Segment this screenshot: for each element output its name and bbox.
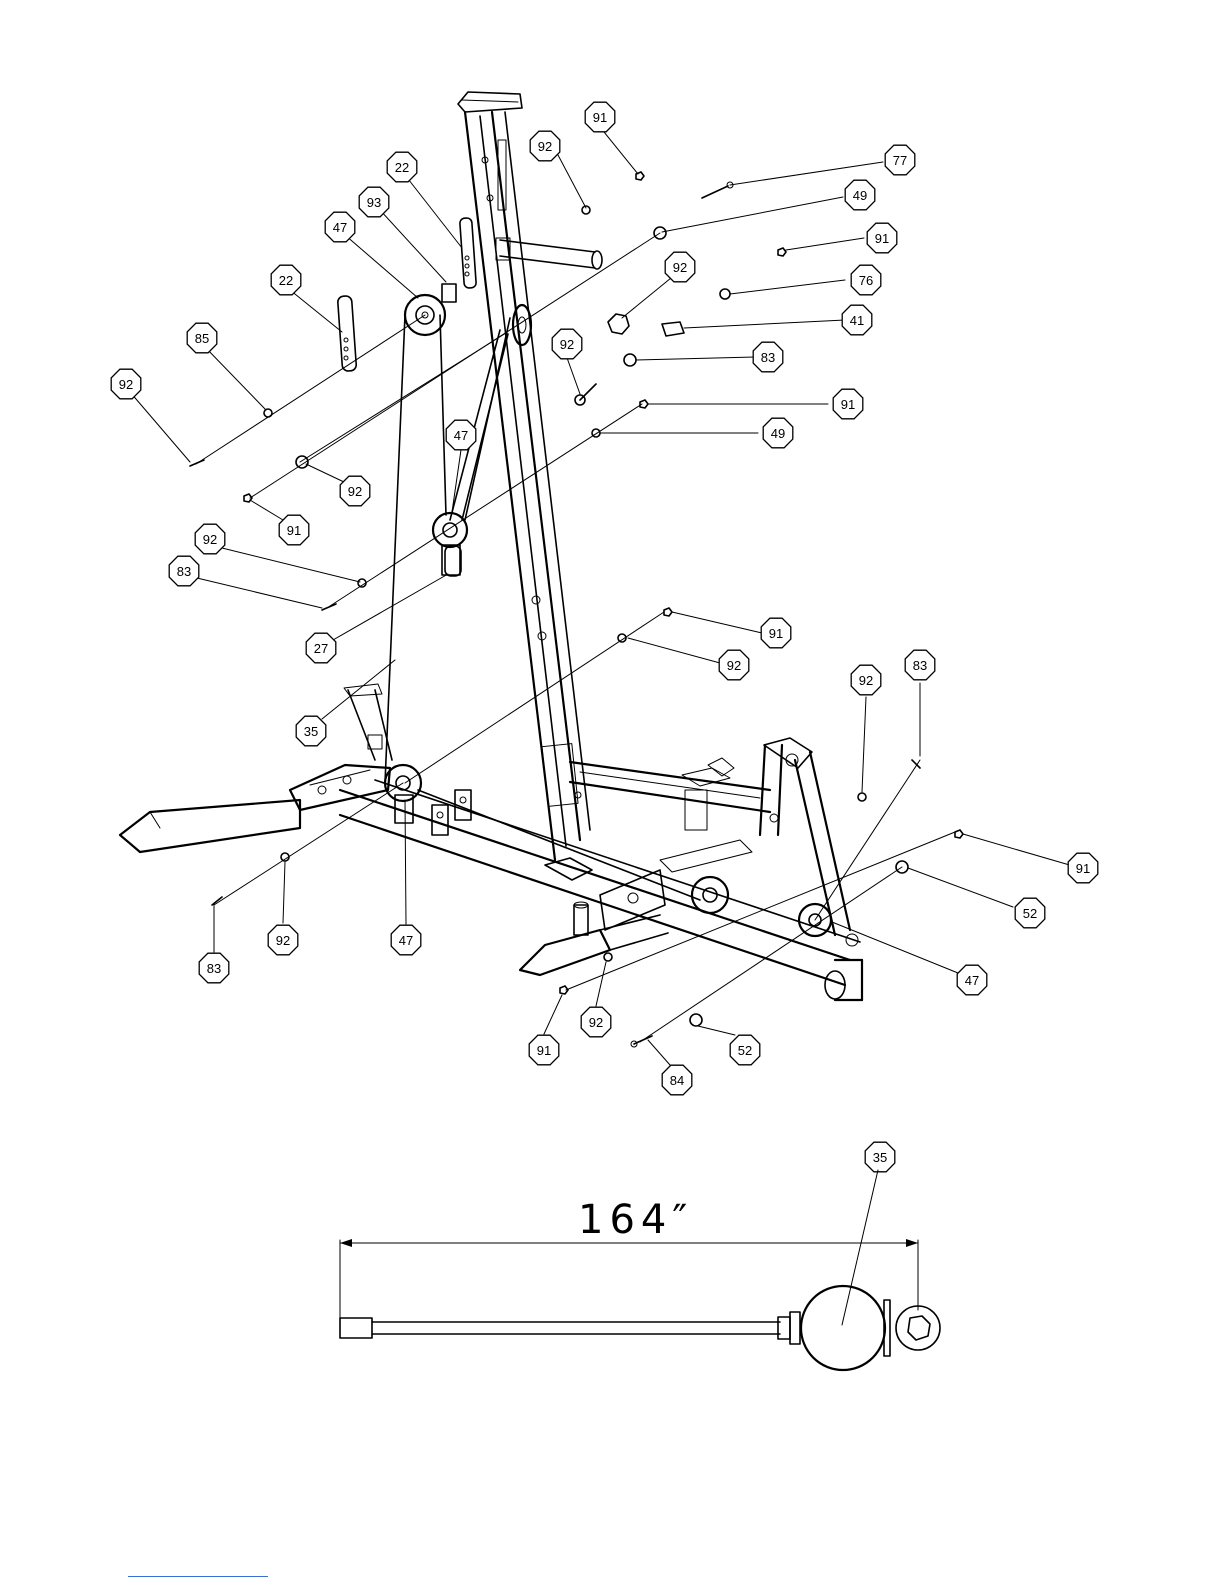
callout-bubble: 92 [195,524,225,554]
callout-bubble: 91 [585,102,615,132]
callout-label: 92 [673,260,687,275]
callout-label: 47 [454,428,468,443]
callout-label: 35 [873,1150,887,1165]
callout-label: 83 [913,658,927,673]
footer-rule [128,1576,268,1577]
callout-bubble: 83 [199,953,229,983]
callout-label: 92 [276,933,290,948]
callout-bubble: 91 [833,389,863,419]
callout-bubble: 84 [662,1065,692,1095]
callout-label: 47 [965,973,979,988]
callout-bubble: 52 [730,1035,760,1065]
callout-label: 91 [537,1043,551,1058]
callout-label: 85 [195,331,209,346]
pulley-47-mid [433,513,467,575]
callout-label: 35 [304,724,318,739]
callout-bubble: 35 [865,1142,895,1172]
callout-bubble: 92 [665,252,695,282]
callout-label: 27 [314,641,328,656]
callout-label: 47 [333,220,347,235]
callout-label: 93 [367,195,381,210]
callout-label: 92 [119,377,133,392]
pulleys [385,295,831,936]
callout-bubble: 22 [387,152,417,182]
callout-label: 22 [279,273,293,288]
callout-label: 92 [560,337,574,352]
callout-bubble: 27 [306,633,336,663]
callout-bubble: 92 [530,131,560,161]
callout-bubble: 47 [957,965,987,995]
callout-label: 41 [850,313,864,328]
pulley-upright [513,305,531,345]
callout-label: 91 [769,626,783,641]
callout-label: 92 [727,658,741,673]
callout-label: 47 [399,933,413,948]
callout-bubble: 92 [111,369,141,399]
callout-bubble: 92 [340,476,370,506]
callout-label: 83 [761,350,775,365]
callout-bubble: 47 [325,212,355,242]
callout-bubble: 93 [359,187,389,217]
callout-label: 92 [589,1015,603,1030]
callout-bubble: 22 [271,265,301,295]
callout-label: 52 [738,1043,752,1058]
callout-label: 49 [853,188,867,203]
callout-bubble: 91 [529,1035,559,1065]
dimension-label: 164″ [578,1197,693,1243]
callout-bubble: 92 [268,925,298,955]
part-callouts: 91 92 77 49 22 93 47 91 22 92 76 41 85 92 83 92 91 49 92 47… [111,102,1098,1172]
callout-label: 84 [670,1073,684,1088]
callout-bubble: 49 [845,180,875,210]
cable-detail-view: 164″ [340,1170,940,1370]
callout-label: 91 [841,397,855,412]
callout-bubble: 83 [753,342,783,372]
callout-bubble: 83 [905,650,935,680]
callout-bubble: 83 [169,556,199,586]
callout-label: 92 [348,484,362,499]
callout-label: 49 [771,426,785,441]
callout-bubble: 47 [391,925,421,955]
callout-label: 52 [1023,906,1037,921]
callout-bubble: 49 [763,418,793,448]
callout-bubble: 47 [446,420,476,450]
callout-bubble: 92 [851,665,881,695]
callout-label: 91 [593,110,607,125]
callout-bubble: 92 [719,650,749,680]
callout-bubble: 91 [1068,853,1098,883]
callout-label: 77 [893,153,907,168]
callout-bubble: 91 [761,618,791,648]
pulley-base-rear [692,877,728,913]
main-frame [120,92,862,1000]
callout-bubble: 77 [885,145,915,175]
callout-bubble: 76 [851,265,881,295]
callout-bubble: 91 [279,515,309,545]
callout-bubble: 52 [1015,898,1045,928]
callout-label: 91 [875,231,889,246]
callout-bubble: 91 [867,223,897,253]
callout-bubble: 92 [552,329,582,359]
callout-label: 92 [203,532,217,547]
callout-label: 92 [859,673,873,688]
callout-label: 76 [859,273,873,288]
callout-label: 22 [395,160,409,175]
leader-lines [130,127,1073,1065]
callout-bubble: 41 [842,305,872,335]
callout-label: 91 [1076,861,1090,876]
callout-label: 91 [287,523,301,538]
callout-bubble: 85 [187,323,217,353]
callout-label: 83 [207,961,221,976]
callout-bubble: 35 [296,716,326,746]
callout-label: 83 [177,564,191,579]
callout-label: 92 [538,139,552,154]
callout-bubble: 92 [581,1007,611,1037]
